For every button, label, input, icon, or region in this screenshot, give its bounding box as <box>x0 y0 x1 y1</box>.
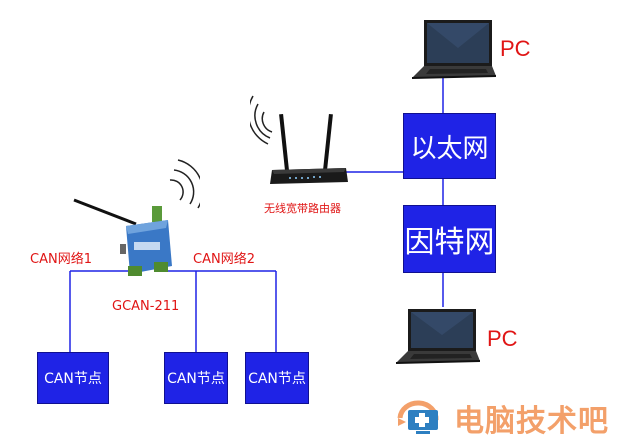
router-label: 无线宽带路由器 <box>264 202 341 215</box>
watermark-text: 电脑技术吧 <box>454 404 609 439</box>
can-gateway-device-icon <box>73 159 200 276</box>
can-node-1-box: CAN节点 <box>37 352 109 404</box>
can-network-1-label: CAN网络1 <box>30 252 92 267</box>
ethernet-box: 以太网 <box>403 113 496 179</box>
internet-box: 因特网 <box>403 205 496 273</box>
watermark: 电脑技术吧 <box>392 396 636 440</box>
computer-repair-logo-icon <box>397 400 439 434</box>
can-node-2-label: CAN节点 <box>167 371 225 387</box>
pc-top-label: PC <box>500 36 531 61</box>
can-network-2-label: CAN网络2 <box>193 252 255 267</box>
can-node-1-label: CAN节点 <box>44 371 102 387</box>
laptop-icon <box>395 309 480 364</box>
internet-label: 因特网 <box>404 225 495 260</box>
gateway-label: GCAN-211 <box>112 299 180 314</box>
laptop-icon <box>411 20 496 79</box>
ethernet-label: 以太网 <box>410 133 489 164</box>
can-node-3-box: CAN节点 <box>245 352 309 404</box>
can-node-3-label: CAN节点 <box>248 371 306 387</box>
wireless-router-icon <box>250 95 348 184</box>
pc-bottom-label: PC <box>487 326 518 351</box>
can-node-2-box: CAN节点 <box>164 352 228 404</box>
